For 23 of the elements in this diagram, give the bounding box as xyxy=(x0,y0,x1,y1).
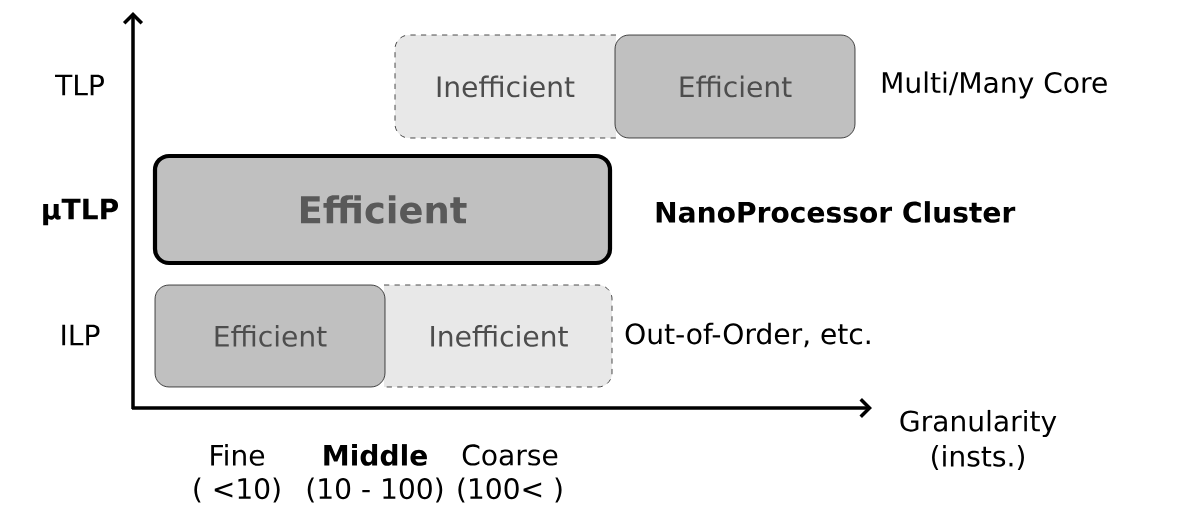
efficient-box xyxy=(154,284,386,388)
axis-label: Out-of-Order, etc. xyxy=(625,322,870,348)
axis-label: NanoProcessor Cluster xyxy=(656,201,1016,223)
axis-label: (100< ) xyxy=(458,477,562,503)
inefficient-box xyxy=(394,34,617,139)
inefficient-box xyxy=(383,284,613,388)
node-label: Inefficient xyxy=(437,75,575,98)
axis-label: Middle xyxy=(324,444,427,466)
axis-label: Coarse xyxy=(462,444,558,466)
axis-label: (10 - 100) xyxy=(307,477,443,503)
axis-label: Multi/Many Core xyxy=(882,71,1107,99)
efficient-box xyxy=(152,153,613,266)
node-label: Efficient xyxy=(300,195,467,224)
node-label: Inefficient xyxy=(431,325,568,347)
axis-label: ILP xyxy=(62,324,100,346)
axis-label: Fine xyxy=(211,444,265,466)
axis-label: Granularity (insts.) xyxy=(900,409,1057,471)
axis-label: μTLP xyxy=(43,198,119,226)
efficient-box xyxy=(614,34,856,139)
node-label: Efficient xyxy=(680,75,792,98)
axis-label: TLP xyxy=(55,74,104,96)
axis-label: ( <10) xyxy=(194,477,280,503)
node-label: Efficient xyxy=(215,325,327,347)
